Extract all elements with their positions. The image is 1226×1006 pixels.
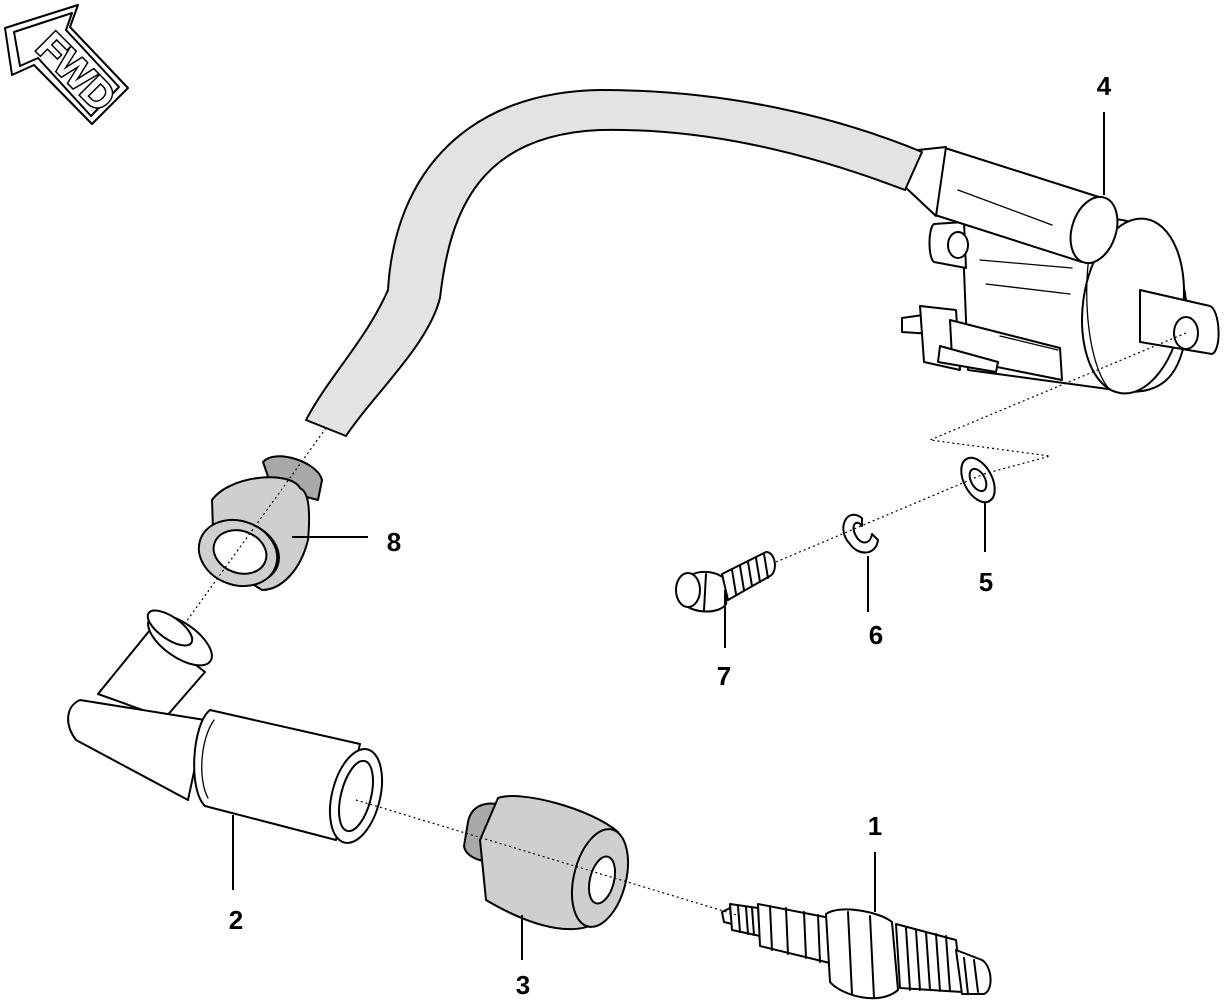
callout-label-6: 6 [869, 620, 883, 650]
spark-plug-cap [67, 609, 384, 844]
callout-label-2: 2 [229, 905, 243, 935]
callout-label-5: 5 [979, 567, 993, 597]
ignition-coil [901, 146, 1220, 395]
spark-plug [721, 903, 992, 1000]
callout-8: 8 [292, 527, 401, 557]
flat-washer [960, 456, 996, 504]
callout-label-8: 8 [387, 527, 401, 557]
lock-washer [842, 513, 879, 554]
ignition-lead-cable [305, 89, 923, 437]
callout-7: 7 [717, 590, 731, 691]
callout-6: 6 [867, 556, 883, 650]
rubber-boot [463, 795, 629, 931]
callout-2: 2 [229, 815, 243, 935]
callout-label-7: 7 [717, 661, 731, 691]
callout-1: 1 [868, 811, 882, 912]
callout-label-4: 4 [1097, 71, 1112, 101]
callout-label-1: 1 [868, 811, 882, 841]
callout-5: 5 [979, 503, 993, 597]
callout-label-3: 3 [516, 970, 530, 1000]
assembly-center-lines [185, 332, 1187, 917]
callout-3: 3 [516, 915, 530, 1000]
hex-bolt [675, 551, 776, 613]
rubber-grommet [197, 455, 323, 591]
callout-4: 4 [1097, 71, 1112, 195]
fwd-arrow-icon: FWD [4, 4, 129, 125]
